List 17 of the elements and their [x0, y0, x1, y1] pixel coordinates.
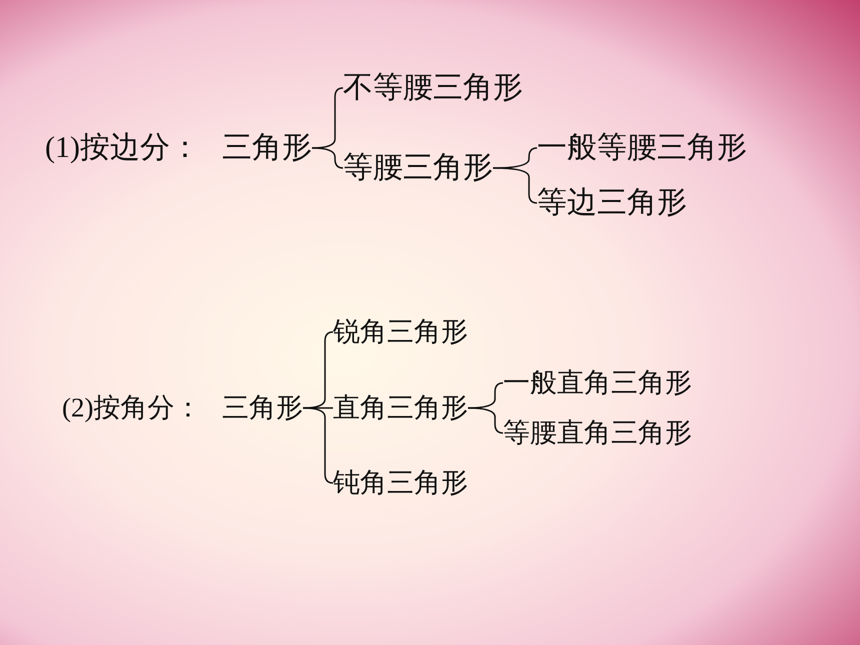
category-text: 等腰直角三角形: [503, 417, 692, 449]
category-text: 三角形: [222, 392, 303, 424]
category-text: 直角三角形: [333, 392, 468, 424]
category-text: 钝角三角形: [333, 467, 468, 499]
category-text: 一般直角三角形: [503, 367, 692, 399]
category-text: 三角形: [222, 130, 312, 166]
brace-line: [493, 147, 538, 169]
category-text: 等腰三角形: [343, 150, 493, 186]
brace-line: [312, 147, 344, 169]
heading-label: (1)按边分：: [45, 130, 200, 166]
category-text: 锐角三角形: [333, 316, 468, 348]
category-text: 不等腰三角形: [343, 70, 523, 106]
category-text: 等边三角形: [537, 186, 687, 220]
heading-label: (2)按角分：: [62, 392, 202, 424]
brace-line: [468, 382, 504, 409]
category-text: 一般等腰三角形: [537, 130, 747, 166]
brace-line: [468, 407, 504, 434]
